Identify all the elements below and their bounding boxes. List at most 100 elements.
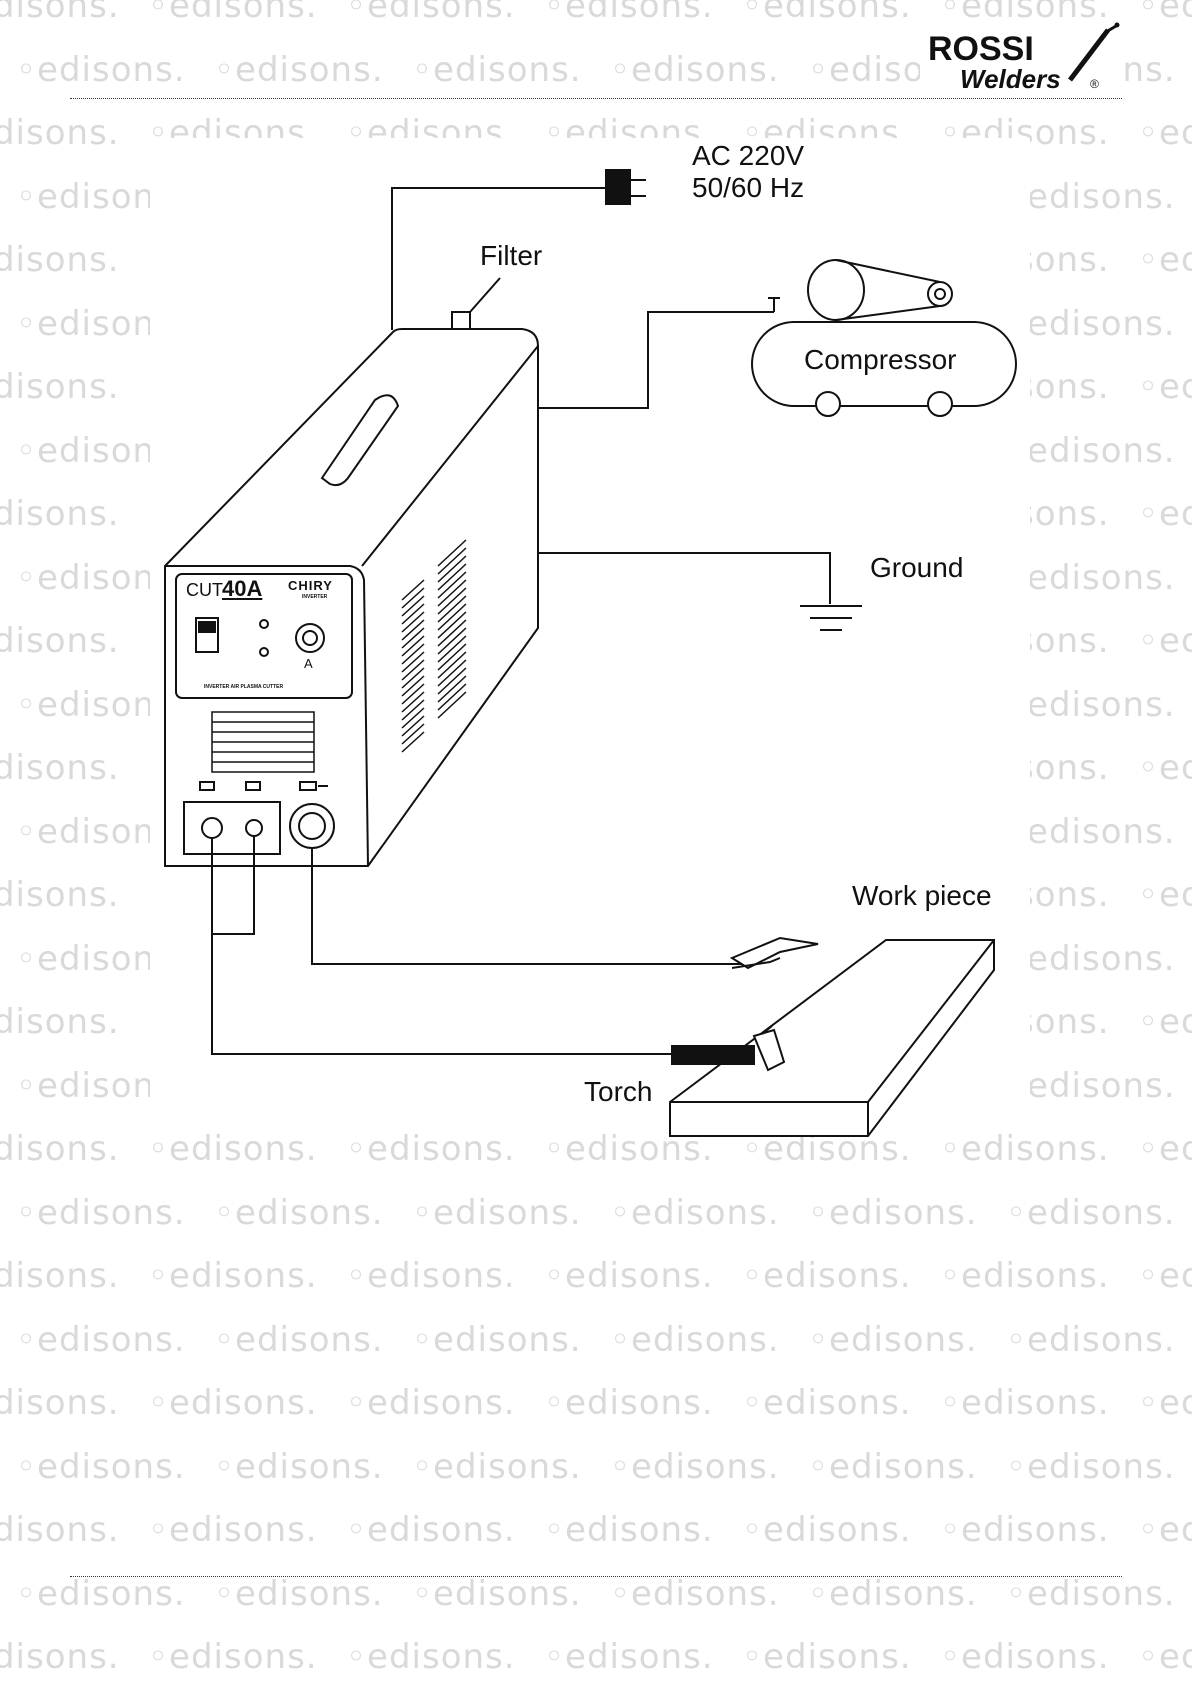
torch-label: Torch	[584, 1076, 653, 1107]
panel-caption: INVERTER AIR PLASMA CUTTER	[204, 684, 284, 690]
clamp-cable	[311, 848, 742, 965]
power-plug-icon	[605, 169, 631, 205]
watermark-text: ◦edisons.	[808, 1573, 978, 1614]
watermark-text: ◦edisons.	[0, 113, 120, 153]
watermark-text: ◦edisons.	[610, 1192, 780, 1233]
watermark-text: ◦edisons.	[148, 1129, 318, 1169]
watermark-text: ◦edisons.	[808, 1192, 978, 1233]
model-prefix: CUT	[186, 580, 223, 600]
watermark-text: ◦edisons.	[412, 1319, 582, 1360]
watermark-text: ◦edisons.	[1006, 430, 1176, 471]
watermark-text: ◦edisons.	[412, 49, 582, 90]
model-number: 40A	[222, 576, 263, 601]
watermark-text: ◦edisons.	[16, 1573, 186, 1614]
watermark-text: ◦edisons.	[214, 49, 384, 90]
work-piece	[669, 939, 995, 1137]
watermark-text: ◦edisons.	[940, 1637, 1110, 1677]
ground-cable	[538, 552, 831, 604]
filter-icon	[451, 311, 471, 331]
logo-registered-mark: ®	[1090, 77, 1099, 91]
watermark-text: ◦edisons.	[940, 1510, 1110, 1550]
watermark-text: ◦edisons.	[148, 1637, 318, 1677]
watermark-text: ◦edisons.	[742, 1383, 912, 1423]
header-rule	[70, 98, 1122, 99]
watermark-text: ◦edisons.	[610, 1446, 780, 1487]
watermark-text: ◦edisons.	[0, 1637, 120, 1677]
watermark-text: ◦edisons.	[0, 1383, 120, 1423]
watermark-text: ◦edisons.	[544, 1256, 714, 1296]
watermark-text: ◦edisons.	[544, 1383, 714, 1423]
power-label-line1: AC 220V	[692, 140, 805, 171]
torch-icon	[671, 1025, 786, 1072]
watermark-text: ◦edisons.	[1138, 1510, 1192, 1550]
watermark-text: ◦edisons.	[1138, 1256, 1192, 1296]
logo-text-welders: Welders	[960, 64, 1061, 94]
watermark-text: ◦edisons.	[544, 1637, 714, 1677]
watermark-text: ◦edisons.	[610, 1573, 780, 1614]
watermark-text: ◦edisons.	[0, 1510, 120, 1550]
watermark-text: ◦edisons.	[412, 1446, 582, 1487]
watermark-text: ◦edisons.	[148, 0, 318, 26]
watermark-text: ◦edisons.	[1006, 176, 1176, 217]
watermark-text: ◦edisons.	[808, 1446, 978, 1487]
power-label-line2: 50/60 Hz	[692, 172, 805, 203]
front-vents	[211, 711, 315, 773]
watermark-text: ◦edisons.	[940, 1256, 1110, 1296]
indicator-led-2	[259, 647, 269, 657]
watermark-text: ◦edisons.	[1138, 1129, 1192, 1169]
terminal-symbol-2	[245, 781, 261, 791]
watermark-text: ◦edisons.	[0, 875, 120, 915]
watermark-text: ◦edisons.	[0, 748, 120, 788]
watermark-text: ◦edisons.	[346, 1510, 516, 1550]
watermark-text: ◦edisons.	[0, 240, 120, 280]
watermark-text: ◦edisons.	[1138, 113, 1192, 153]
filter-label: Filter	[480, 240, 543, 271]
watermark-text: ◦edisons.	[412, 1573, 582, 1614]
footer-rule	[70, 1576, 1122, 1577]
watermark-text: ◦edisons.	[1138, 240, 1192, 280]
watermark-text: ◦edisons.	[808, 1319, 978, 1360]
side-vents	[401, 539, 467, 753]
brand-name: CHIRY	[288, 578, 333, 593]
watermark-text: ◦edisons.	[1006, 938, 1176, 979]
logo-torch-icon	[1068, 28, 1110, 82]
torch-lead	[212, 836, 255, 935]
watermark-text: ◦edisons.	[346, 1129, 516, 1169]
watermark-text: ◦edisons.	[214, 1446, 384, 1487]
ground-symbol-icon	[800, 605, 862, 631]
watermark-text: ◦edisons.	[148, 1256, 318, 1296]
ground-clamp-icon	[729, 936, 819, 970]
watermark-text: ◦edisons.	[346, 1637, 516, 1677]
watermark-text: ◦edisons.	[940, 1129, 1110, 1169]
watermark-text: ◦edisons.	[16, 49, 186, 90]
watermark-text: ◦edisons.	[940, 0, 1110, 26]
watermark-text: ◦edisons.	[16, 1446, 186, 1487]
torch-connector	[289, 803, 335, 849]
watermark-text: ◦edisons.	[1006, 1192, 1176, 1233]
watermark-text: ◦edisons.	[214, 1192, 384, 1233]
rossi-welders-logo: ROSSI Welders ®	[920, 22, 1120, 94]
watermark-text: ◦edisons.	[1138, 1637, 1192, 1677]
watermark-text: ◦edisons.	[610, 49, 780, 90]
watermark-text: ◦edisons.	[742, 1256, 912, 1296]
watermark-text: ◦edisons.	[148, 1510, 318, 1550]
watermark-text: ◦edisons.	[0, 494, 120, 534]
handle	[320, 394, 400, 487]
control-panel	[175, 573, 353, 699]
terminal-block	[183, 801, 281, 855]
watermark-text: ◦edisons.	[16, 1192, 186, 1233]
indicator-led-1	[259, 619, 269, 629]
watermark-text: ◦edisons.	[412, 1192, 582, 1233]
watermark-text: ◦edisons.	[742, 0, 912, 26]
watermark-text: ◦edisons.	[742, 1637, 912, 1677]
watermark-text: ◦edisons.	[16, 1319, 186, 1360]
watermark-text: ◦edisons.	[0, 621, 120, 661]
watermark-text: ◦edisons.	[1006, 1065, 1176, 1106]
watermark-text: ◦edisons.	[1006, 557, 1176, 598]
compressor-label: Compressor	[804, 344, 957, 375]
watermark-text: ◦edisons.	[214, 1573, 384, 1614]
air-hose	[538, 311, 774, 409]
plasma-cutter-machine	[164, 328, 539, 867]
watermark-text: ◦edisons.	[346, 1383, 516, 1423]
